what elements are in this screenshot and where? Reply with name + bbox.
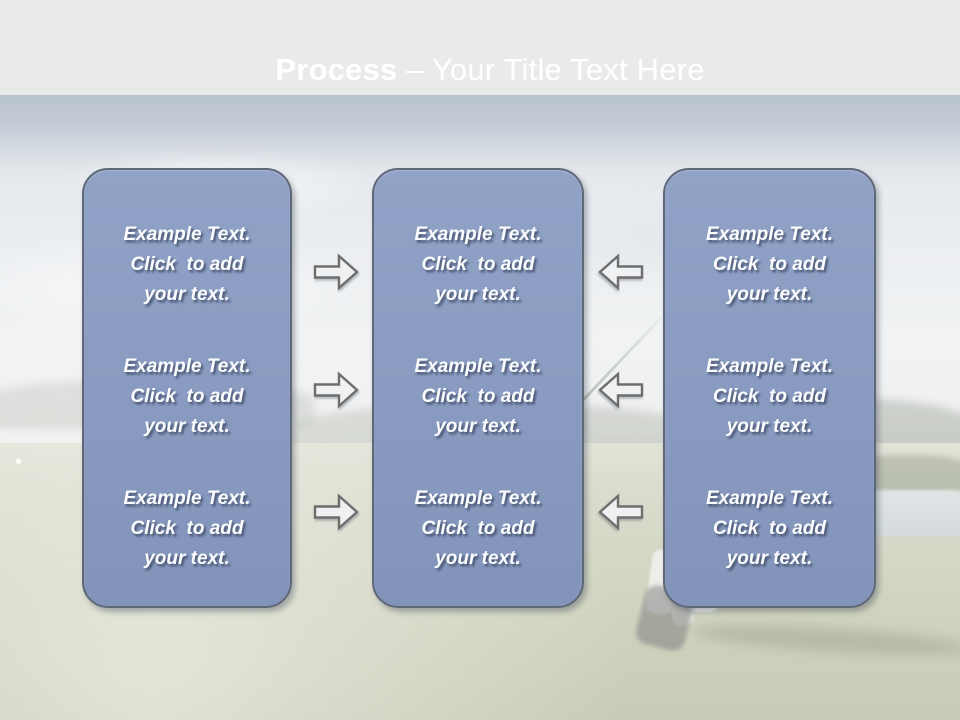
process-panel-left[interactable]: Example Text. Click to add your text. Ex… <box>82 168 292 608</box>
panel-body: Example Text. Click to add your text. Ex… <box>374 170 582 574</box>
placeholder-line: your text. <box>726 284 813 305</box>
placeholder-line: Example Text. <box>705 224 834 245</box>
placeholder-line: Click to add <box>130 518 244 539</box>
placeholder-line: Click to add <box>421 254 535 275</box>
text-placeholder[interactable]: Example Text. Click to add your text. <box>671 352 868 442</box>
text-placeholder[interactable]: Example Text. Click to add your text. <box>90 484 284 574</box>
text-placeholder[interactable]: Example Text. Click to add your text. <box>380 484 576 574</box>
title-banner <box>0 0 960 178</box>
golf-ball <box>16 459 21 464</box>
text-placeholder[interactable]: Example Text. Click to add your text. <box>380 352 576 442</box>
placeholder-line: your text. <box>144 416 230 437</box>
left-arrow-icon <box>598 493 644 531</box>
text-placeholder[interactable]: Example Text. Click to add your text. <box>380 220 576 310</box>
title-text: – Your Title Text Here <box>406 52 705 87</box>
panel-body: Example Text. Click to add your text. Ex… <box>665 170 874 574</box>
placeholder-line: your text. <box>726 548 813 569</box>
placeholder-line: Example Text. <box>414 224 542 245</box>
placeholder-line: Click to add <box>713 518 826 539</box>
right-arrow-icon <box>313 371 359 409</box>
title-keyword: Process <box>275 52 398 87</box>
process-panel-right[interactable]: Example Text. Click to add your text. Ex… <box>663 168 876 608</box>
text-placeholder[interactable]: Example Text. Click to add your text. <box>90 220 284 310</box>
placeholder-line: Click to add <box>421 386 535 407</box>
left-arrow-icon <box>598 253 644 291</box>
right-arrow-icon <box>313 493 359 531</box>
placeholder-line: your text. <box>726 416 813 437</box>
placeholder-line: Example Text. <box>123 356 251 377</box>
slide-title: Process – Your Title Text Here <box>0 52 960 88</box>
text-placeholder[interactable]: Example Text. Click to add your text. <box>671 220 868 310</box>
left-arrow-icon <box>598 371 644 409</box>
text-placeholder[interactable]: Example Text. Click to add your text. <box>671 484 868 574</box>
placeholder-line: your text. <box>144 548 230 569</box>
placeholder-line: Example Text. <box>123 488 251 509</box>
placeholder-line: Click to add <box>421 518 535 539</box>
placeholder-line: Click to add <box>713 254 826 275</box>
placeholder-line: your text. <box>144 284 230 305</box>
panel-body: Example Text. Click to add your text. Ex… <box>84 170 290 574</box>
placeholder-line: your text. <box>435 416 521 437</box>
golfer-shadow <box>691 619 960 661</box>
text-placeholder[interactable]: Example Text. Click to add your text. <box>90 352 284 442</box>
placeholder-line: your text. <box>435 284 521 305</box>
placeholder-line: Example Text. <box>414 356 542 377</box>
placeholder-line: Example Text. <box>414 488 542 509</box>
placeholder-line: Example Text. <box>705 488 834 509</box>
placeholder-line: Click to add <box>713 386 826 407</box>
placeholder-line: your text. <box>435 548 521 569</box>
placeholder-line: Click to add <box>130 254 244 275</box>
placeholder-line: Click to add <box>130 386 244 407</box>
process-panel-middle[interactable]: Example Text. Click to add your text. Ex… <box>372 168 584 608</box>
placeholder-line: Example Text. <box>123 224 251 245</box>
right-arrow-icon <box>313 253 359 291</box>
placeholder-line: Example Text. <box>705 356 834 377</box>
